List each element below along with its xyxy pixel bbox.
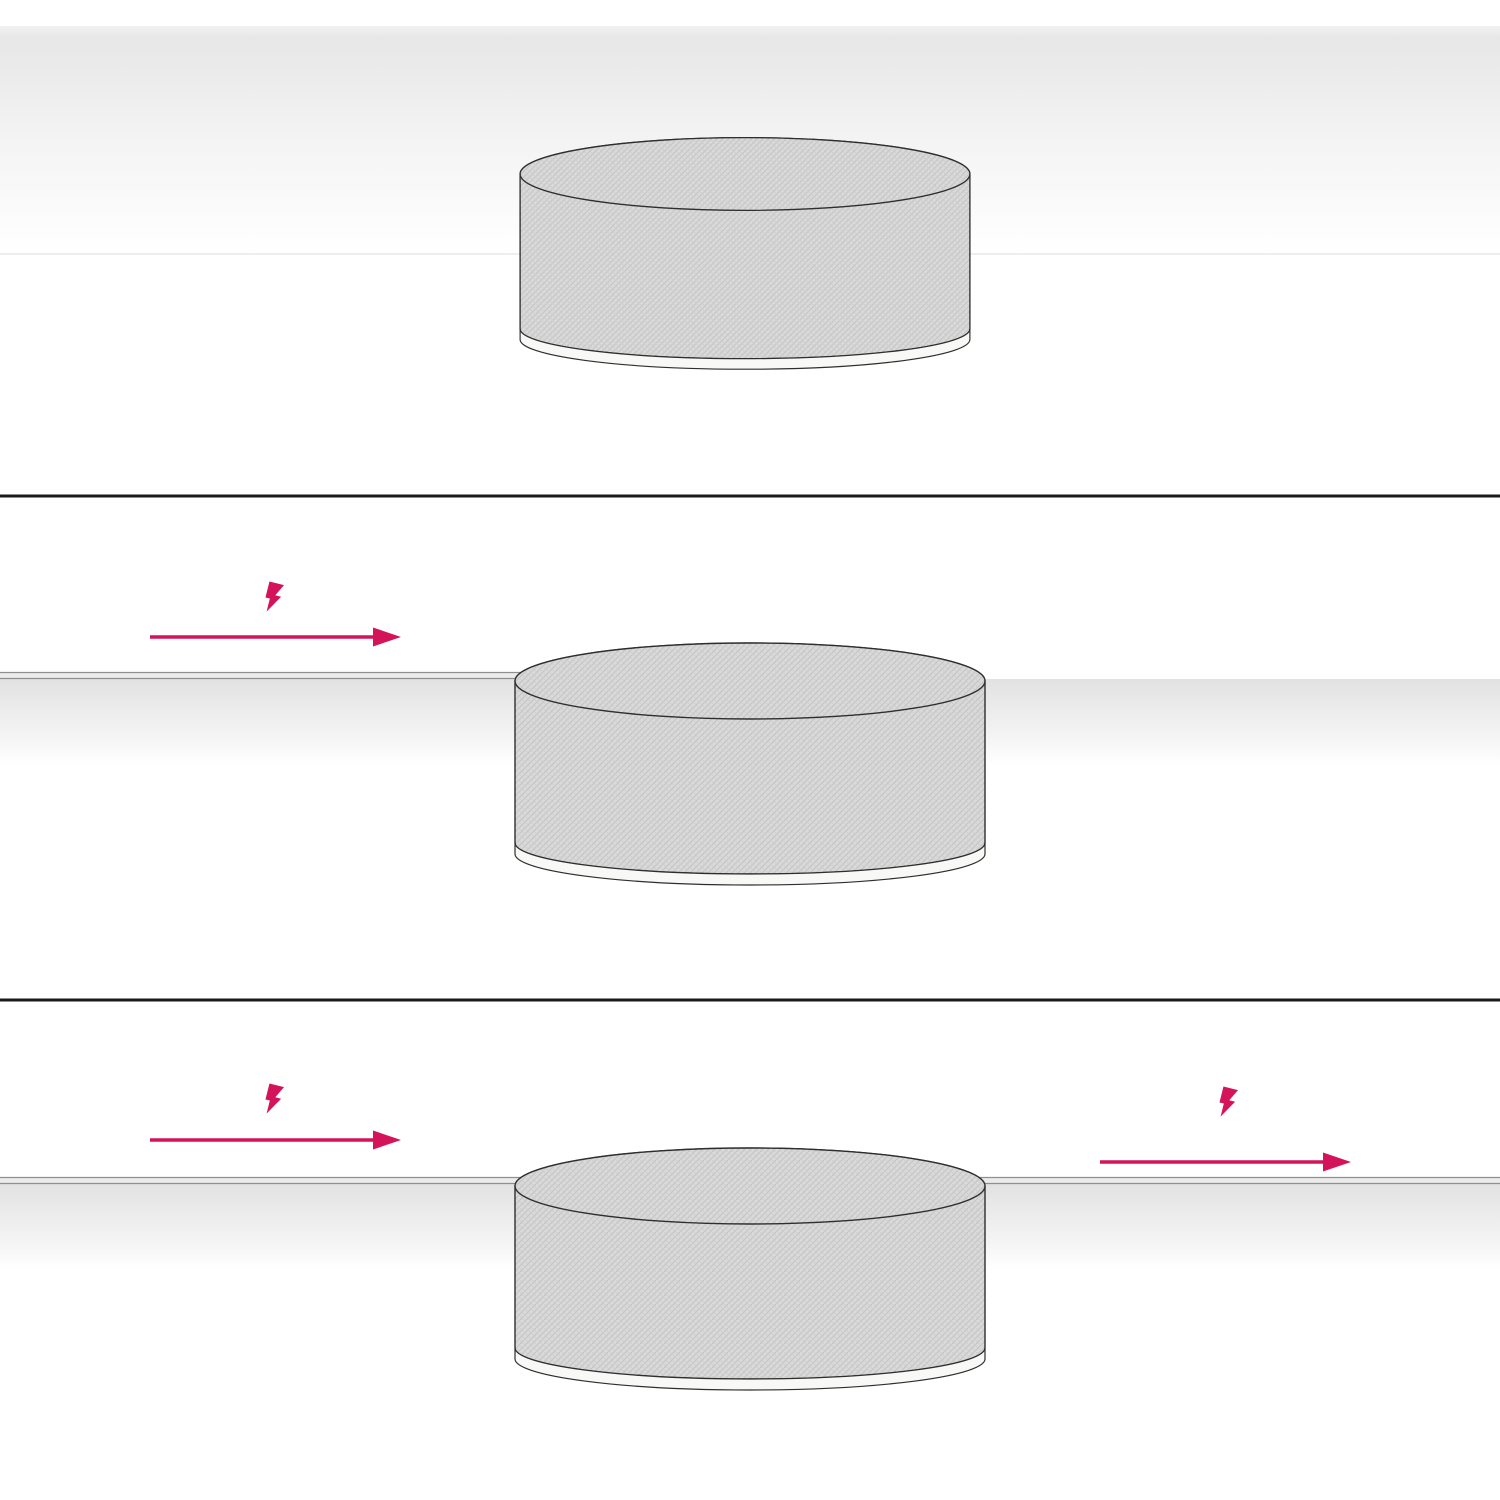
lightning-bolt-icon [262, 581, 285, 615]
panel-cable-in-left [0, 581, 1500, 886]
panel-lamp-only [0, 26, 1500, 370]
drum-lampshade [514, 1147, 986, 1391]
power-cable-right [938, 1176, 1500, 1185]
power-cable-left [0, 1176, 562, 1185]
power-direction-arrow [148, 1128, 403, 1152]
drum-lampshade [514, 642, 986, 886]
power-cable-left [0, 671, 562, 680]
panel-cable-pass-through [0, 1083, 1500, 1391]
panel-divider [0, 494, 1500, 498]
panel-divider [0, 998, 1500, 1002]
power-direction-arrow [1098, 1150, 1353, 1174]
drum-lampshade [519, 136, 971, 370]
lightning-bolt-icon [262, 1083, 285, 1117]
lightning-bolt-icon [1216, 1086, 1239, 1120]
power-direction-arrow [148, 625, 403, 649]
